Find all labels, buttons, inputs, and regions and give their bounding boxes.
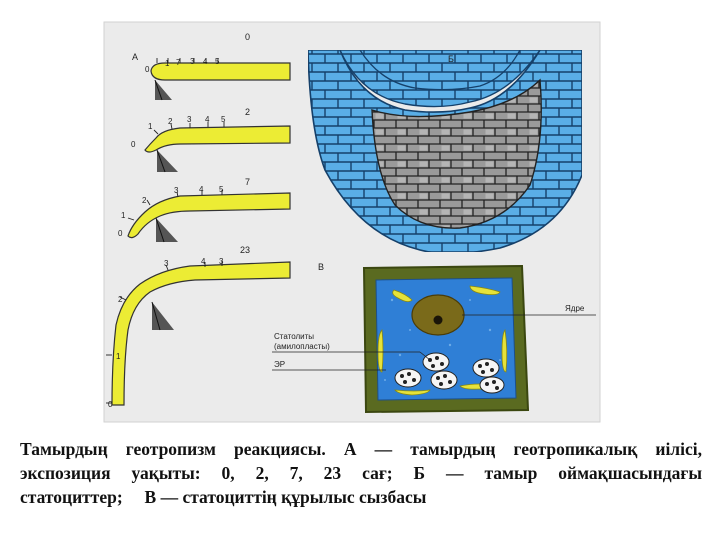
panel-c-letter: В (318, 262, 324, 272)
root-0h-hours: 0 (245, 32, 250, 42)
root-0h: 0 1 7 3 4 5 0 (145, 32, 291, 101)
root-23h-mark-1: 1 (116, 352, 121, 361)
root-23h-mark-3: 3 (164, 259, 169, 268)
panel-a: А 0 1 7 3 4 5 0 (106, 32, 291, 409)
root-2h-hours: 2 (245, 107, 250, 117)
root-0h-mark-1: 1 (165, 59, 170, 68)
root-2h-mark-3: 3 (187, 115, 192, 124)
root-23h-mark-0: 0 (108, 400, 113, 409)
label-nucleus: Ядре (565, 304, 585, 313)
figure: А 0 1 7 3 4 5 0 (103, 21, 601, 423)
root-7h-mark-1: 1 (121, 211, 126, 220)
root-2h-mark-5: 5 (221, 115, 226, 124)
panel-b: Б (308, 50, 582, 252)
root-0h-mark-2: 7 (176, 58, 181, 67)
root-7h: 0 1 2 3 4 5 7 (118, 177, 291, 243)
root-23h-mark-4: 4 (201, 257, 206, 266)
root-7h-mark-2: 2 (142, 196, 147, 205)
root-0h-mark-5: 5 (215, 57, 220, 66)
root-23h: 0 1 2 3 4 3 23 (106, 245, 291, 409)
root-23h-mark-5: 3 (219, 257, 224, 266)
root-2h: 0 1 2 3 4 5 2 (131, 107, 291, 173)
amyloplasts (394, 352, 505, 394)
root-7h-mark-5: 5 (219, 185, 224, 194)
nucleus (411, 294, 465, 336)
root-0h-mark-4: 4 (203, 57, 208, 66)
root-7h-mark-4: 4 (199, 185, 204, 194)
root-2h-mark-1: 1 (148, 122, 153, 131)
caption-line-2: экспозиция уақыты: 0, 2, 7, 23 сағ; Б — … (20, 463, 702, 483)
figure-caption: Тамырдың геотропизм реакциясы. А — тамыр… (20, 437, 702, 509)
label-statocytes: Статолиты (274, 332, 314, 341)
root-2h-mark-0: 0 (131, 140, 136, 149)
caption-line-1: Тамырдың геотропизм реакциясы. А — тамыр… (20, 439, 702, 459)
caption-line-3: статоциттер; В — статоциттің құрылыс сыз… (20, 487, 427, 507)
root-23h-mark-2: 2 (118, 295, 123, 304)
root-7h-mark-0: 0 (118, 229, 123, 238)
nucleolus (433, 315, 443, 325)
root-2h-mark-4: 4 (205, 115, 210, 124)
root-23h-hours: 23 (240, 245, 250, 255)
root-7h-hours: 7 (245, 177, 250, 187)
label-er: ЭР (274, 360, 285, 369)
panel-a-letter: А (132, 52, 138, 62)
root-0h-mark-0: 0 (145, 65, 150, 74)
root-7h-mark-3: 3 (174, 186, 179, 195)
endoplasmic-reticulum (377, 285, 508, 396)
panel-b-letter: Б (448, 54, 454, 64)
label-amyloplasts: (амилопласты) (274, 342, 330, 351)
panel-c: В (272, 262, 596, 414)
root-0h-mark-3: 3 (190, 57, 195, 66)
root-2h-mark-2: 2 (168, 117, 173, 126)
